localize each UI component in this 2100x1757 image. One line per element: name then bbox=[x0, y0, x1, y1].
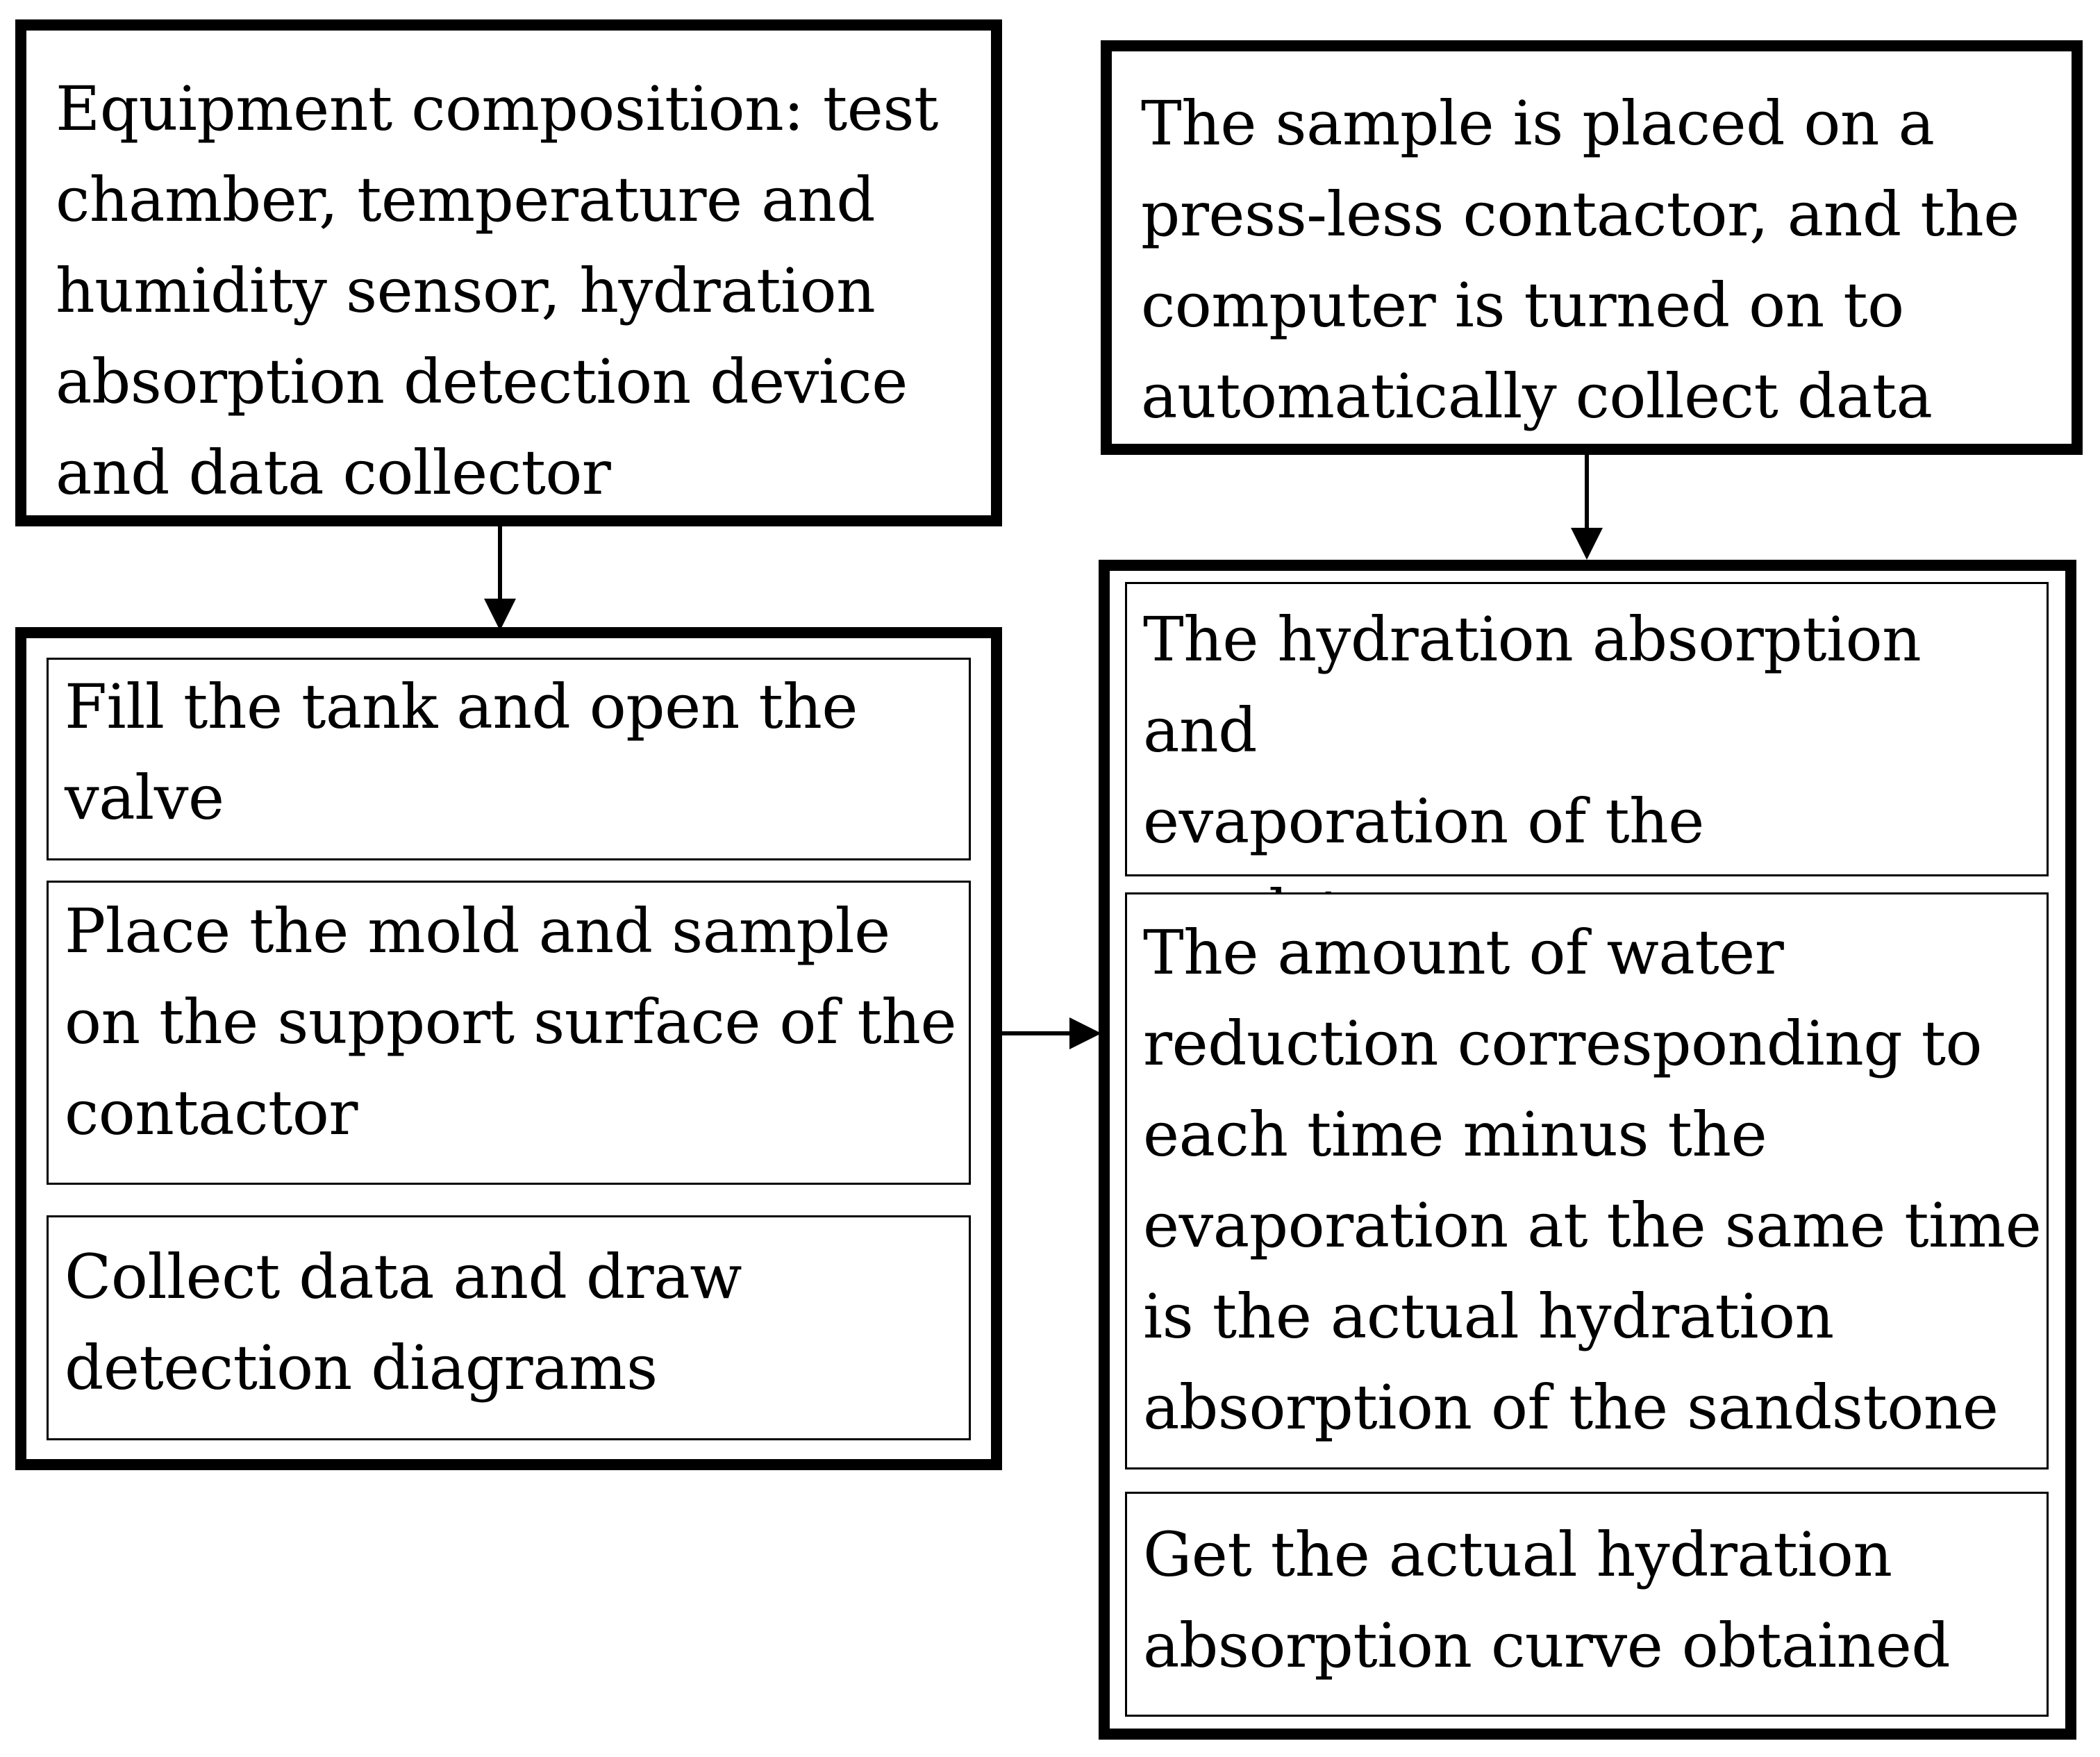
step-water-reduction-text: The amount of water reduction correspond… bbox=[1143, 917, 2042, 1443]
sample-placement-text: The sample is placed on a press-less con… bbox=[1141, 88, 2019, 432]
equipment-composition-box: Equipment composition: test chamber, tem… bbox=[15, 19, 1002, 526]
sample-placement-box: The sample is placed on a press-less con… bbox=[1101, 40, 2083, 455]
step-measure-absorption: The hydration absorption and evaporation… bbox=[1125, 582, 2049, 1039]
step-collect-data: Collect data and draw detection diagrams bbox=[47, 1215, 971, 1440]
step-fill-tank: Fill the tank and open the valve bbox=[47, 658, 971, 860]
step-place-mold-text: Place the mold and sample on the support… bbox=[65, 895, 957, 1149]
arrowhead-equipment-to-steps bbox=[484, 599, 516, 631]
step-get-curve-text: Get the actual hydration absorption curv… bbox=[1143, 1519, 1951, 1681]
step-get-curve: Get the actual hydration absorption curv… bbox=[1125, 1492, 2049, 1717]
equipment-composition-text: Equipment composition: test chamber, tem… bbox=[56, 73, 938, 508]
step-fill-tank-text: Fill the tank and open the valve bbox=[65, 671, 858, 833]
step-collect-data-text: Collect data and draw detection diagrams bbox=[65, 1241, 742, 1404]
step-water-reduction: The amount of water reduction correspond… bbox=[1125, 892, 2049, 1469]
arrowhead-steps-to-measurements bbox=[1069, 1017, 1101, 1049]
arrowhead-sample-to-measurements bbox=[1571, 528, 1603, 560]
step-place-mold: Place the mold and sample on the support… bbox=[47, 881, 971, 1185]
